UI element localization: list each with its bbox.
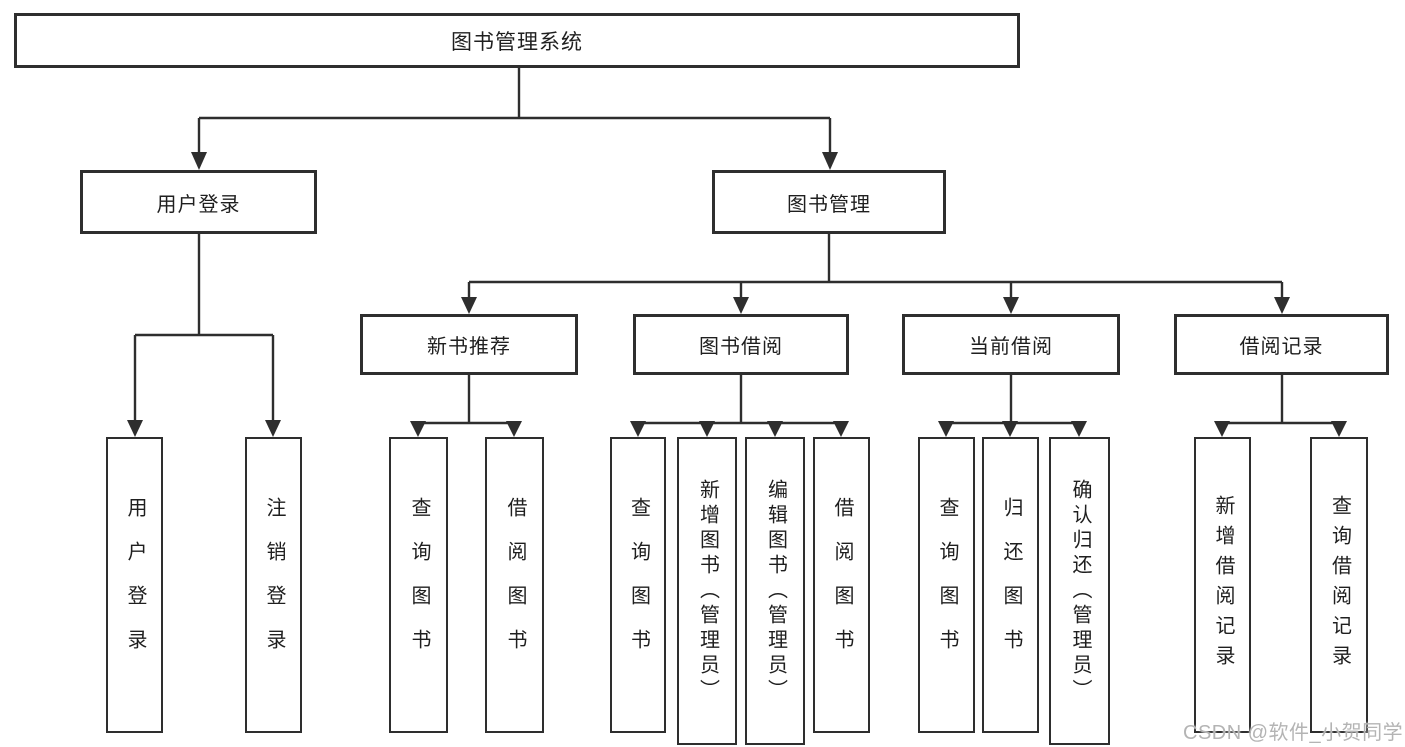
leaf-label: 查询图书 [408, 497, 430, 673]
node-borrow-records: 借阅记录 [1174, 314, 1389, 375]
leaf-label: 查询借阅记录 [1328, 495, 1351, 675]
leaf-label: 确认归还（管理员） [1069, 478, 1091, 704]
leaf-borrow-query-book: 查询图书 [610, 437, 666, 733]
leaf-label: 查询图书 [936, 497, 958, 673]
node-current-borrow: 当前借阅 [902, 314, 1120, 375]
leaf-login-user-login: 用户登录 [106, 437, 163, 733]
node-book-borrow: 图书借阅 [633, 314, 849, 375]
leaf-label: 编辑图书（管理员） [764, 478, 787, 704]
node-book-management: 图书管理 [712, 170, 946, 234]
node-book-borrow-label: 图书借阅 [699, 336, 783, 358]
leaf-recommend-query-book: 查询图书 [389, 437, 448, 733]
node-current-borrow-label: 当前借阅 [969, 336, 1053, 358]
leaf-label: 注销登录 [263, 497, 285, 673]
node-book-management-label: 图书管理 [787, 193, 871, 216]
leaf-label: 新增图书（管理员） [696, 478, 719, 704]
leaf-borrow-add-book-admin: 新增图书（管理员） [677, 437, 737, 745]
node-root: 图书管理系统 [14, 13, 1020, 68]
leaf-records-query-record: 查询借阅记录 [1310, 437, 1368, 733]
leaf-records-add-record: 新增借阅记录 [1194, 437, 1251, 733]
node-new-book-recommend: 新书推荐 [360, 314, 578, 375]
leaf-current-query-book: 查询图书 [918, 437, 975, 733]
leaf-label: 借阅图书 [831, 497, 853, 673]
node-new-book-recommend-label: 新书推荐 [427, 336, 511, 358]
leaf-borrow-borrow-book: 借阅图书 [813, 437, 870, 733]
leaf-current-return-book: 归还图书 [982, 437, 1039, 733]
leaf-recommend-borrow-book: 借阅图书 [485, 437, 544, 733]
leaf-label: 用户登录 [124, 497, 146, 673]
leaf-label: 新增借阅记录 [1212, 495, 1234, 675]
node-borrow-records-label: 借阅记录 [1239, 336, 1324, 358]
node-user-login: 用户登录 [80, 170, 317, 234]
csdn-watermark: CSDN @软件_小贺同学 [1183, 722, 1404, 744]
leaf-label: 归还图书 [1000, 497, 1022, 673]
node-root-label: 图书管理系统 [451, 30, 583, 54]
node-user-login-label: 用户登录 [156, 193, 241, 216]
leaf-label: 借阅图书 [504, 497, 526, 673]
leaf-current-confirm-return-admin: 确认归还（管理员） [1049, 437, 1110, 745]
leaf-borrow-edit-book-admin: 编辑图书（管理员） [745, 437, 805, 745]
leaf-label: 查询图书 [627, 497, 650, 673]
leaf-login-logout: 注销登录 [245, 437, 302, 733]
